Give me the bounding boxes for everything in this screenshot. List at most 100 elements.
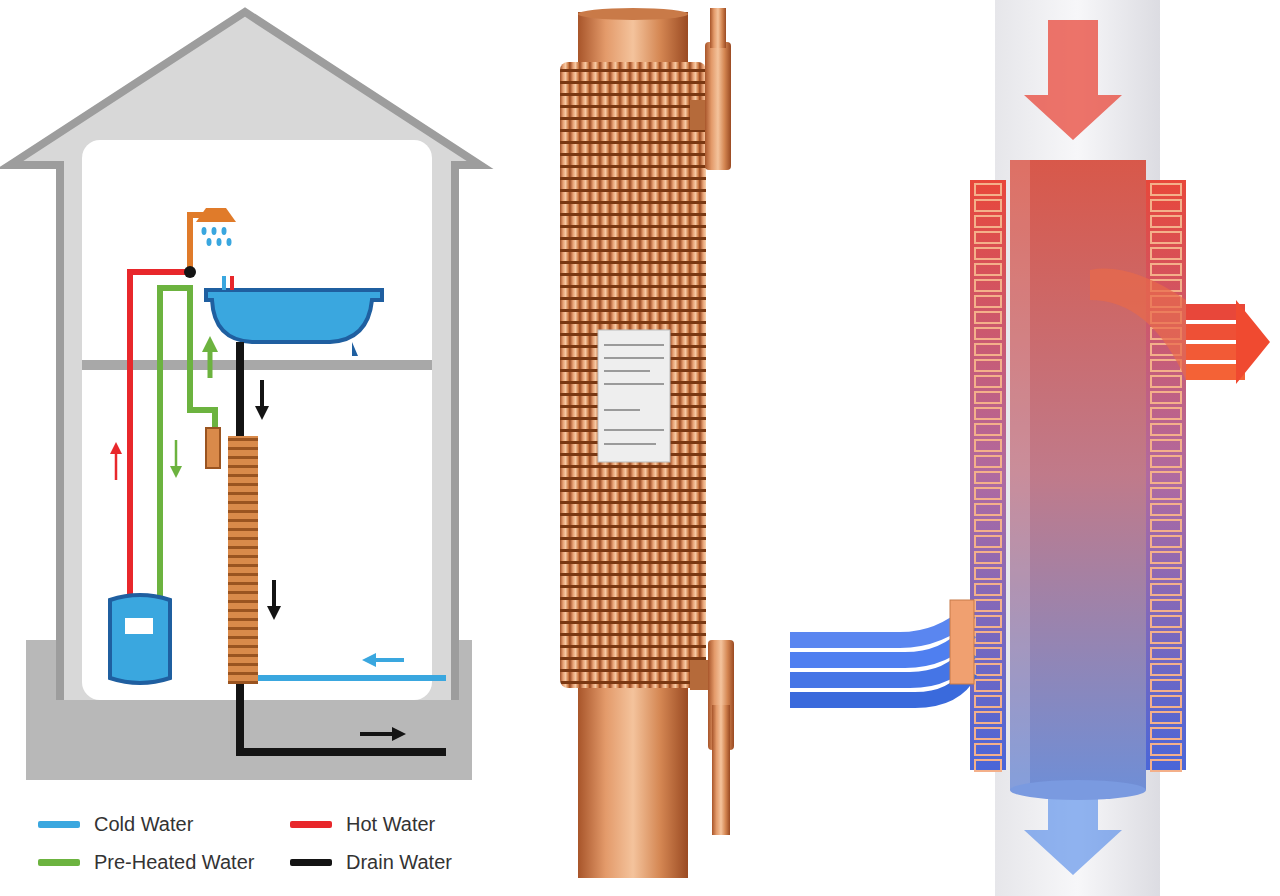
coil-tube	[1151, 520, 1181, 531]
coil-tube	[1151, 184, 1181, 195]
coil-tube	[975, 200, 1001, 211]
legend-entry: Cold Water	[38, 809, 193, 839]
bathtub	[206, 290, 382, 342]
coil-tube	[1151, 360, 1181, 371]
hot-flow-arrow	[1024, 20, 1122, 140]
junction-dot	[184, 266, 196, 278]
coil-tube	[975, 600, 1001, 611]
legend-text: Hot Water	[346, 813, 435, 836]
coil-tube	[1151, 616, 1181, 627]
coil-tube	[1151, 600, 1181, 611]
coil-tube	[1151, 552, 1181, 563]
coil-tube	[975, 344, 1001, 355]
coil-tube	[975, 312, 1001, 323]
coil-tube	[1151, 392, 1181, 403]
coil-tube	[1151, 536, 1181, 547]
legend-entry: Pre-Heated Water	[38, 847, 254, 877]
coil-tube	[975, 504, 1001, 515]
coil-section	[970, 180, 1006, 770]
coil-tube	[1151, 424, 1181, 435]
fitting-stub	[710, 8, 726, 48]
coil-tube	[1151, 744, 1181, 755]
shower-head	[196, 208, 236, 222]
house-outline	[10, 12, 480, 720]
legend-text: Drain Water	[346, 851, 452, 874]
coil-tube	[975, 392, 1001, 403]
coil-tube	[975, 232, 1001, 243]
coil-tube	[1151, 456, 1181, 467]
coil-tube	[975, 472, 1001, 483]
house-interior	[82, 140, 432, 700]
legend-text: Cold Water	[94, 813, 193, 836]
coil-tube	[975, 712, 1001, 723]
coil-tube	[975, 552, 1001, 563]
pipe-end	[1010, 780, 1146, 800]
coil-tube	[1151, 680, 1181, 691]
coil-tube	[1151, 648, 1181, 659]
water-heater	[110, 595, 170, 683]
heat-exchanger	[228, 436, 258, 684]
coil-tube	[1151, 712, 1181, 723]
coil-tube	[975, 424, 1001, 435]
coil-tube	[1151, 440, 1181, 451]
coil-tube	[975, 536, 1001, 547]
coil-tube	[975, 456, 1001, 467]
coil-tube	[975, 632, 1001, 643]
coil-tube	[975, 408, 1001, 419]
coil-tube	[975, 264, 1001, 275]
coil-tube	[1151, 376, 1181, 387]
coil-tube	[1151, 216, 1181, 227]
coil	[560, 62, 706, 688]
coil-tube	[1151, 472, 1181, 483]
coil-tube	[1151, 232, 1181, 243]
coil-tube	[1151, 760, 1181, 771]
legend-swatch	[290, 859, 332, 866]
tub-feet	[238, 342, 358, 356]
tank-panel	[125, 618, 153, 634]
ground	[26, 700, 472, 780]
coil-tube	[1151, 632, 1181, 643]
pipe-shadow	[995, 0, 1160, 896]
coil-tube	[1151, 200, 1181, 211]
coil-tube	[1151, 568, 1181, 579]
tap	[222, 276, 226, 290]
legend-entry: Hot Water	[290, 809, 435, 839]
water-drops	[202, 227, 232, 246]
label-lines	[604, 345, 664, 444]
house-diagram	[10, 12, 480, 780]
product-label	[598, 330, 670, 462]
coil-tube	[975, 216, 1001, 227]
floor	[82, 360, 432, 370]
coil-section	[1146, 180, 1186, 770]
coil-tube	[975, 376, 1001, 387]
drain-pipe	[240, 680, 446, 752]
copper-heat-exchanger	[560, 8, 734, 878]
coil-tube	[975, 696, 1001, 707]
legend-swatch	[38, 821, 80, 828]
coil-tube	[1151, 504, 1181, 515]
coil-tube	[975, 296, 1001, 307]
coil-tube	[975, 760, 1001, 771]
drain-pipe	[236, 342, 244, 440]
legend-swatch	[290, 821, 332, 828]
coil-tube	[975, 728, 1001, 739]
coil-tube	[975, 568, 1001, 579]
coil-tube	[975, 488, 1001, 499]
coil-tube	[975, 360, 1001, 371]
coil-tube	[1151, 664, 1181, 675]
coil-tube	[975, 648, 1001, 659]
legend-swatch	[38, 859, 80, 866]
tap	[230, 276, 234, 290]
coil-tube	[1151, 696, 1181, 707]
coil-tube	[975, 616, 1001, 627]
coil-tube	[975, 680, 1001, 691]
shower-pipe	[190, 215, 212, 272]
legend-text: Pre-Heated Water	[94, 851, 254, 874]
exchanger-fitting	[206, 428, 220, 468]
pipe-end	[578, 8, 688, 20]
coil-tube	[1151, 248, 1181, 259]
cold-flow-arrow	[1024, 790, 1122, 875]
coil-tube	[975, 328, 1001, 339]
inlet-pipes	[790, 600, 974, 700]
